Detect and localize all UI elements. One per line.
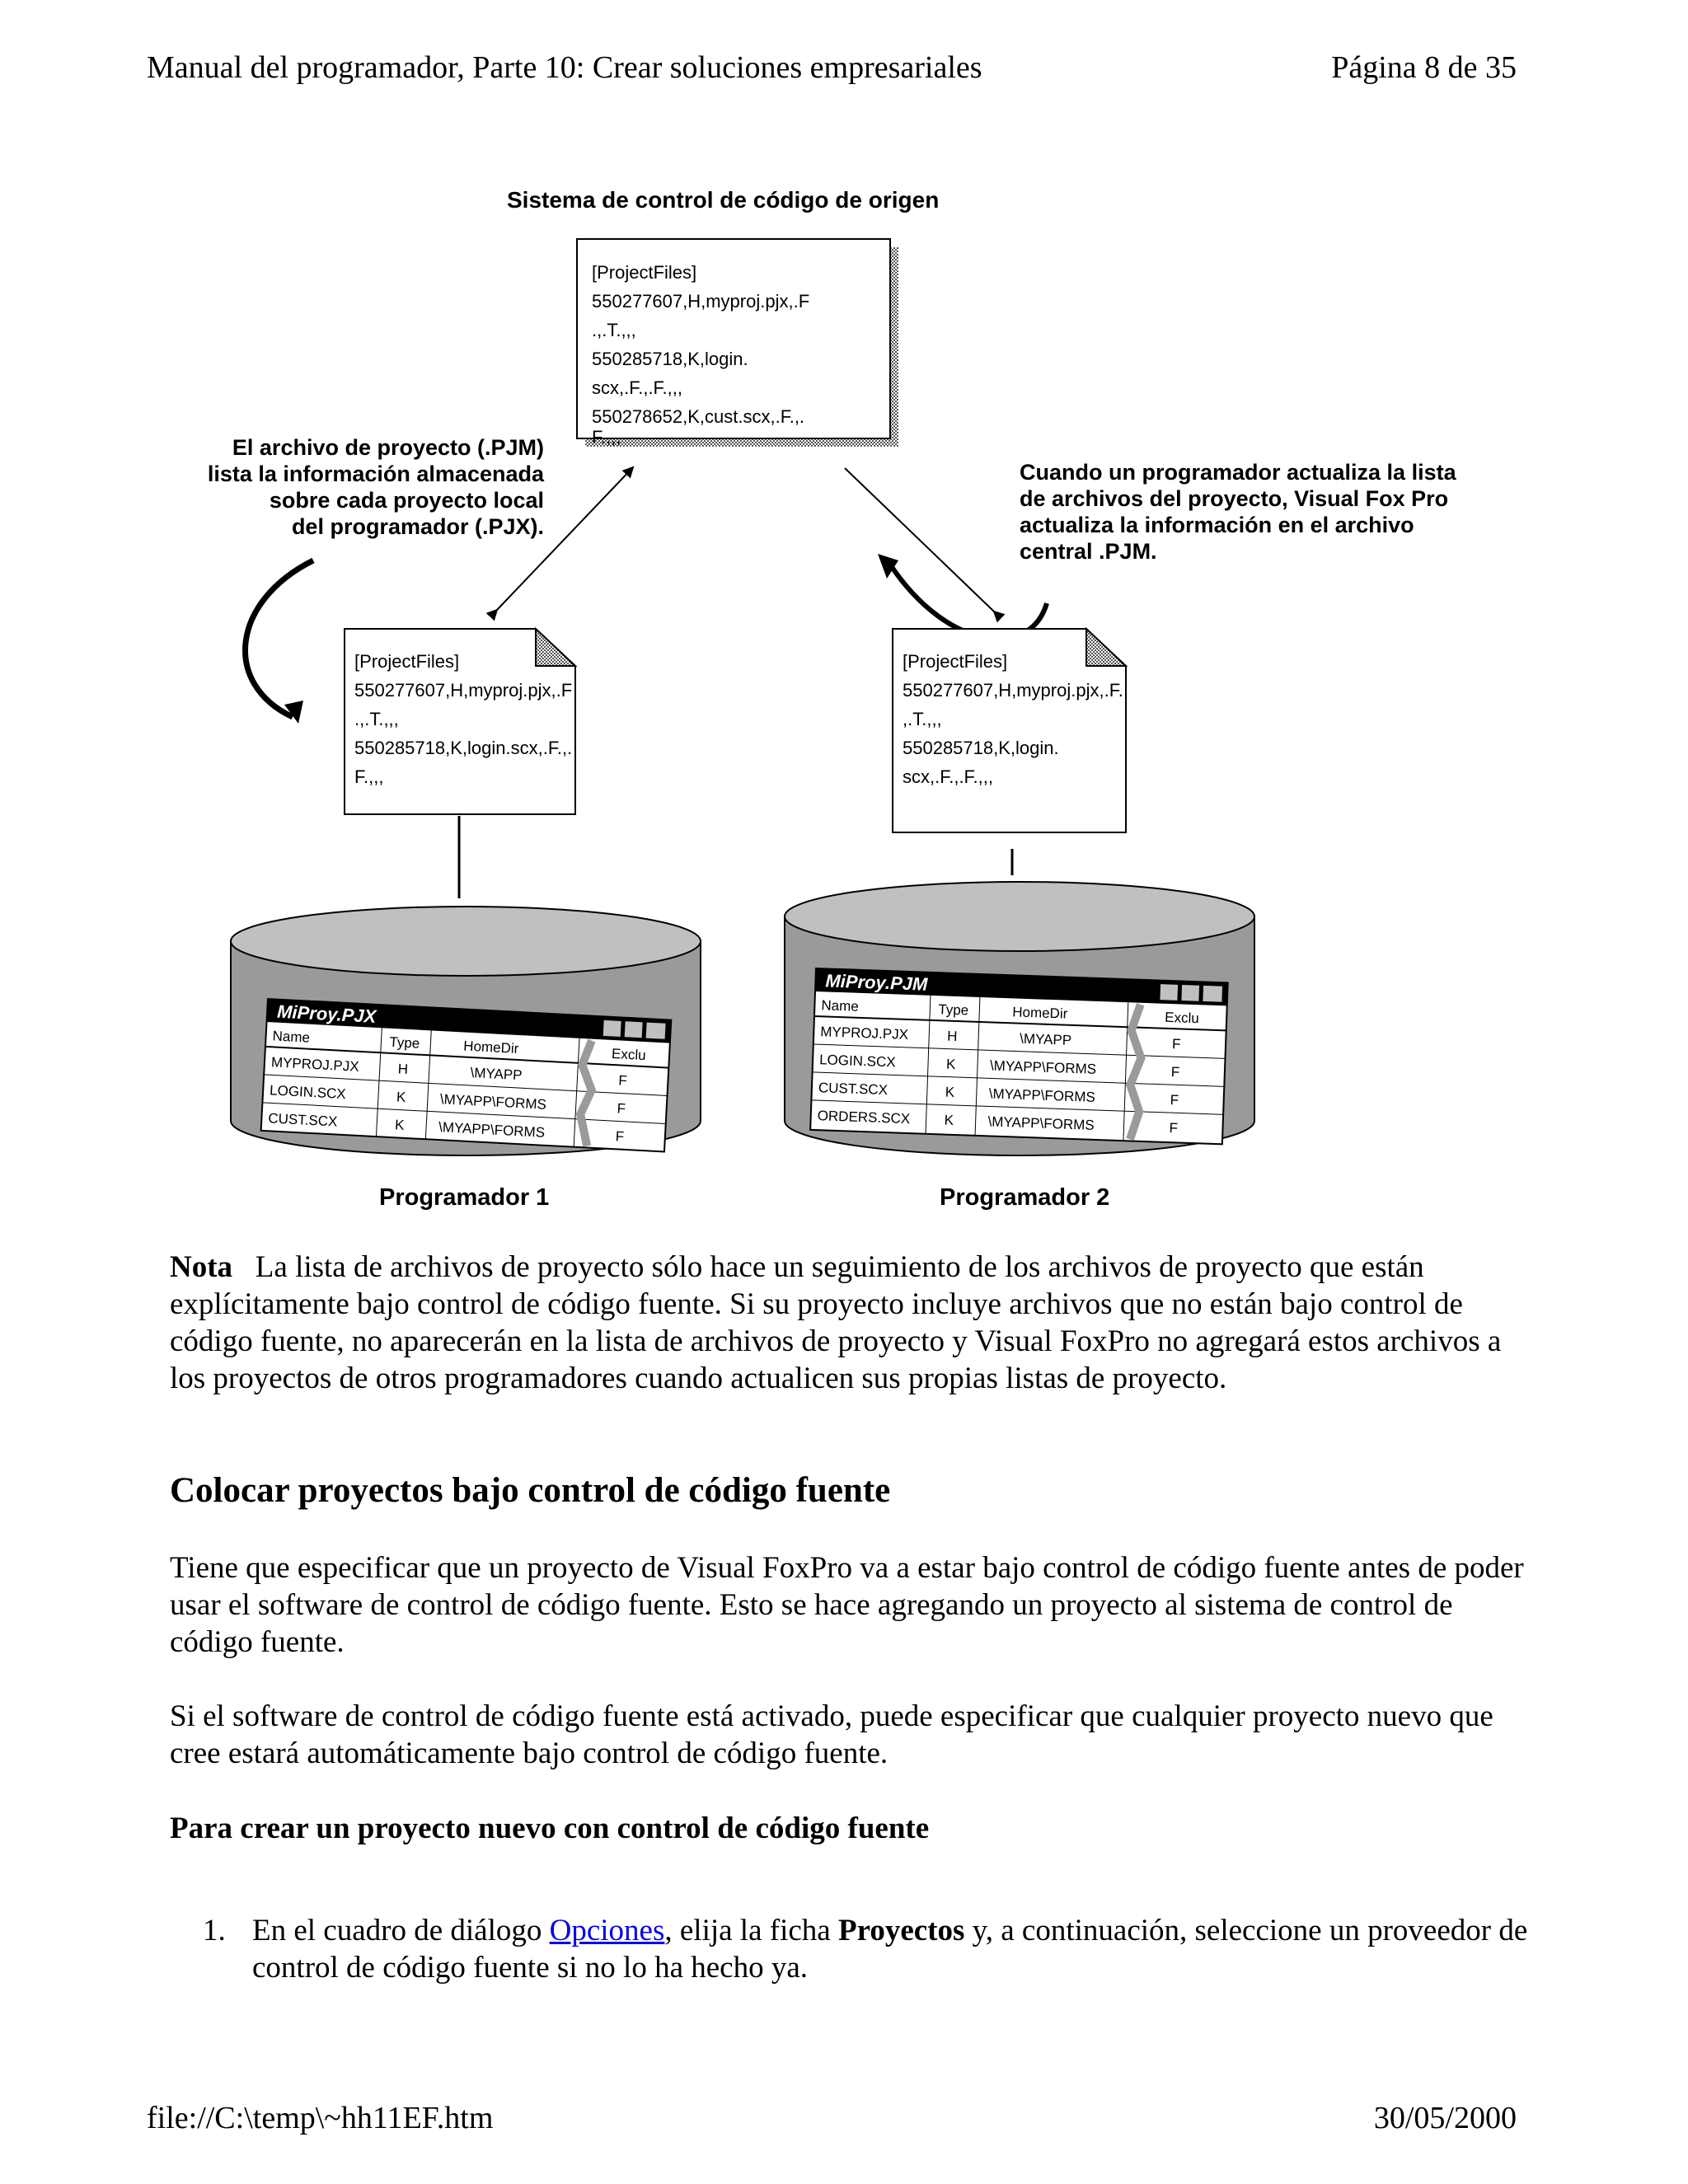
svg-text:K: K	[944, 1113, 954, 1128]
svg-text:El archivo de proyecto (.PJM): El archivo de proyecto (.PJM)	[232, 435, 544, 460]
svg-text:central .PJM.: central .PJM.	[1020, 539, 1157, 564]
svg-text:[ProjectFiles]: [ProjectFiles]	[592, 262, 696, 283]
svg-text:HomeDir: HomeDir	[1012, 1004, 1068, 1021]
svg-text:K: K	[396, 1089, 406, 1105]
svg-text:550277607,H,myproj.pjx,.F: 550277607,H,myproj.pjx,.F	[354, 680, 572, 701]
procedure-steps: 1.En el cuadro de diálogo Opciones, elij…	[170, 1912, 1538, 1986]
svg-text:F: F	[615, 1128, 624, 1145]
dev1-minimize-icon[interactable]	[603, 1019, 621, 1037]
dev2-maximize-icon[interactable]	[1181, 984, 1200, 1001]
svg-text:scx,.F.,.F.,,,: scx,.F.,.F.,,,	[592, 377, 682, 398]
diagram-title: Sistema de control de código de origen	[507, 187, 939, 213]
dev1-label: Programador 1	[379, 1184, 549, 1211]
svg-text:K: K	[945, 1085, 956, 1100]
svg-text:\MYAPP: \MYAPP	[470, 1065, 523, 1083]
source-control-diagram: Sistema de control de código de origen […	[157, 173, 1558, 1228]
svg-text:Cuando un programador actualiz: Cuando un programador actualiza la lista	[1020, 460, 1457, 485]
dev2-window-title: MiProy.PJM	[825, 970, 928, 994]
svg-text:F.,,,: F.,,,	[592, 427, 621, 448]
svg-text:550277607,H,myproj.pjx,.F: 550277607,H,myproj.pjx,.F	[592, 291, 809, 312]
svg-text:F: F	[1171, 1064, 1180, 1080]
svg-text:550285718,K,login.: 550285718,K,login.	[592, 349, 748, 369]
dev2-project-window: MiProy.PJM Name Type HomeDir Exclu MYPRO…	[810, 968, 1228, 1144]
svg-text:.,.T.,,,: .,.T.,,,	[354, 709, 399, 729]
header-title: Manual del programador, Parte 10: Crear …	[147, 48, 982, 87]
svg-text:F: F	[617, 1100, 626, 1117]
svg-text:F: F	[618, 1072, 627, 1089]
projects-tab-name: Proyectos	[838, 1914, 964, 1947]
svg-text:K: K	[946, 1057, 957, 1072]
dev1-project-window: MiProy.PJX Name Type HomeDir Exclu MYPRO…	[261, 999, 672, 1151]
svg-text:Name: Name	[821, 997, 859, 1015]
section-paragraph-1: Tiene que especificar que un proyecto de…	[170, 1549, 1538, 1661]
svg-text:Exclu: Exclu	[1165, 1010, 1199, 1026]
section-paragraph-2: Si el software de control de código fuen…	[170, 1698, 1538, 1772]
dev1-file-corner	[536, 629, 575, 666]
svg-text:,.T.,,,: ,.T.,,,	[903, 709, 942, 729]
svg-text:lista la información almacenad: lista la información almacenada	[208, 462, 545, 486]
footer-path: file://C:\temp\~hh11EF.htm	[147, 2098, 493, 2138]
svg-text:F: F	[1169, 1120, 1178, 1136]
note-paragraph: Nota La lista de archivos de proyecto só…	[170, 1249, 1538, 1397]
svg-text:MYPROJ.PJX: MYPROJ.PJX	[820, 1024, 908, 1043]
svg-text:K: K	[395, 1117, 406, 1133]
svg-text:LOGIN.SCX: LOGIN.SCX	[819, 1052, 896, 1070]
svg-text:F: F	[1172, 1036, 1181, 1052]
dev2-minimize-icon[interactable]	[1160, 984, 1179, 1001]
svg-text:CUST.SCX: CUST.SCX	[818, 1080, 889, 1098]
options-link[interactable]: Opciones	[550, 1914, 665, 1947]
list-item: 1.En el cuadro de diálogo Opciones, elij…	[170, 1912, 1538, 1986]
svg-text:Type: Type	[389, 1034, 420, 1052]
svg-text:[ProjectFiles]: [ProjectFiles]	[354, 651, 459, 672]
svg-text:550285718,K,login.scx,.F.,.: 550285718,K,login.scx,.F.,.	[354, 738, 572, 758]
svg-text:sobre cada proyecto local: sobre cada proyecto local	[270, 488, 544, 513]
svg-text:Exclu: Exclu	[612, 1046, 647, 1063]
svg-text:actualiza la información en el: actualiza la información en el archivo	[1020, 513, 1414, 537]
dev1-close-icon[interactable]	[645, 1022, 666, 1039]
svg-text:de archivos del proyecto, Visu: de archivos del proyecto, Visual Fox Pro	[1020, 486, 1448, 511]
svg-text:F: F	[1170, 1092, 1179, 1108]
note-text: La lista de archivos de proyecto sólo ha…	[170, 1250, 1501, 1395]
dev2-file-corner	[1086, 629, 1126, 666]
svg-text:ORDERS.SCX: ORDERS.SCX	[817, 1108, 910, 1127]
step-number: 1.	[203, 1912, 226, 1949]
dev2-label: Programador 2	[940, 1184, 1109, 1211]
svg-text:Name: Name	[272, 1028, 310, 1045]
svg-text:\MYAPP: \MYAPP	[1020, 1031, 1072, 1048]
svg-text:550285718,K,login.: 550285718,K,login.	[903, 738, 1059, 758]
svg-text:Type: Type	[938, 1001, 969, 1018]
dev1-maximize-icon[interactable]	[624, 1021, 643, 1038]
note-label: Nota	[170, 1250, 232, 1284]
left-curved-arrow	[246, 560, 313, 717]
svg-text:[ProjectFiles]: [ProjectFiles]	[903, 651, 1007, 672]
svg-text:.,.T.,,,: .,.T.,,,	[592, 320, 636, 340]
right-curved-arrow	[890, 565, 1047, 639]
svg-text:H: H	[397, 1061, 408, 1077]
footer-date: 30/05/2000	[1374, 2098, 1517, 2138]
section-heading: Colocar proyectos bajo control de código…	[170, 1469, 890, 1513]
svg-text:F.,,,: F.,,,	[354, 766, 383, 787]
left-note: El archivo de proyecto (.PJM) lista la i…	[208, 435, 545, 539]
svg-text:H: H	[947, 1029, 958, 1044]
svg-text:550277607,H,myproj.pjx,.F.: 550277607,H,myproj.pjx,.F.	[903, 680, 1123, 701]
right-update-arrow	[845, 468, 994, 612]
dev2-close-icon[interactable]	[1203, 985, 1223, 1002]
svg-text:scx,.F.,.F.,,,: scx,.F.,.F.,,,	[903, 766, 993, 787]
page-number: Página 8 de 35	[1331, 48, 1517, 87]
svg-text:HomeDir: HomeDir	[463, 1038, 519, 1057]
svg-text:550278652,K,cust.scx,.F.,.: 550278652,K,cust.scx,.F.,.	[592, 406, 804, 427]
procedure-heading: Para crear un proyecto nuevo con control…	[170, 1810, 929, 1847]
svg-text:del programador (.PJX).: del programador (.PJX).	[292, 514, 544, 539]
right-note: Cuando un programador actualiza la lista…	[1020, 460, 1457, 564]
diagram-svg: Sistema de control de código de origen […	[157, 173, 1558, 1228]
